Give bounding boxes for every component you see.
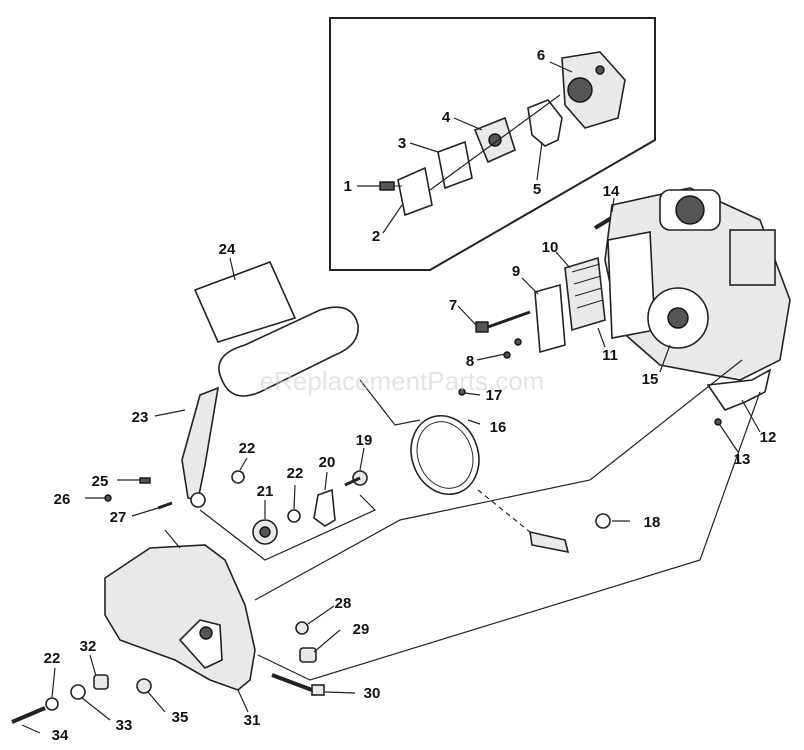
- callout-30: 30: [364, 685, 381, 702]
- part-24-decal[interactable]: [193, 260, 297, 343]
- part-16-inner-edge: [416, 421, 474, 489]
- part-20-lever[interactable]: [313, 488, 336, 527]
- part-11-engine-housing[interactable]: [604, 187, 791, 381]
- callout-34: 34: [52, 727, 69, 744]
- dashed-assembly-line: [477, 489, 531, 533]
- callout-26: 26: [54, 491, 71, 508]
- part-22-washer-b[interactable]: [287, 509, 301, 523]
- part-4-reed-plate[interactable]: [473, 116, 516, 164]
- callout-22-b: 22: [287, 465, 304, 482]
- callout-13: 13: [734, 451, 751, 468]
- watermark: eReplacementParts.com: [260, 366, 545, 396]
- part-25-pin[interactable]: [139, 477, 151, 484]
- callout-32: 32: [80, 638, 97, 655]
- callout-33: 33: [116, 717, 133, 734]
- part-34-screw[interactable]: [11, 706, 46, 724]
- callout-15: 15: [642, 371, 659, 388]
- part-35-nut[interactable]: [136, 678, 152, 694]
- callout-16: 16: [490, 419, 507, 436]
- callout-19: 19: [356, 432, 373, 449]
- callout-18: 18: [644, 514, 661, 531]
- part-17-washer[interactable]: [458, 388, 466, 396]
- callout-20: 20: [319, 454, 336, 471]
- callout-1: 1: [344, 178, 352, 195]
- part-8-screw[interactable]: [503, 338, 522, 359]
- leader-lines: [21, 61, 761, 734]
- part-7-bolt[interactable]: [475, 310, 531, 333]
- part-2-cover[interactable]: [397, 166, 433, 217]
- callout-7: 7: [449, 297, 457, 314]
- part-13-nut[interactable]: [714, 418, 722, 426]
- callout-22-c: 22: [44, 650, 61, 667]
- part-10-filter-element[interactable]: [564, 256, 606, 332]
- callout-17: 17: [486, 387, 503, 404]
- part-23-brake-handle[interactable]: [181, 386, 220, 501]
- callout-8: 8: [466, 353, 474, 370]
- callout-9: 9: [512, 263, 520, 280]
- part-22-washer-c[interactable]: [45, 697, 59, 711]
- callout-12: 12: [760, 429, 777, 446]
- part-27-bolt[interactable]: [157, 501, 173, 510]
- part-12-bracket[interactable]: [706, 368, 772, 411]
- part-21-hole: [259, 526, 271, 538]
- callout-3: 3: [398, 135, 406, 152]
- callout-24: 24: [219, 241, 236, 258]
- part-16-brake-band[interactable]: [400, 406, 489, 504]
- callout-28: 28: [335, 595, 352, 612]
- part-29-sleeve[interactable]: [299, 647, 317, 663]
- part-33-spring-washer[interactable]: [70, 684, 86, 700]
- part-19-spring-post[interactable]: [344, 470, 368, 487]
- part-31-side-cover[interactable]: [104, 544, 256, 691]
- callout-29: 29: [353, 621, 370, 638]
- inset-detail-frame: [329, 17, 656, 271]
- callout-27: 27: [110, 509, 127, 526]
- part-31-stud-hole: [199, 626, 213, 640]
- part-28-nut[interactable]: [295, 621, 309, 635]
- callout-21: 21: [257, 483, 274, 500]
- callout-23: 23: [132, 409, 149, 426]
- callout-11: 11: [602, 347, 618, 364]
- callout-labels: 1 2 3 4 5 6 7 8 9 10 11 12 13 14 15 16 1…: [44, 47, 777, 744]
- callout-2: 2: [372, 228, 380, 245]
- callout-25: 25: [92, 473, 109, 490]
- assembly-guide-lines: [164, 359, 761, 681]
- part-26-ring[interactable]: [104, 494, 112, 502]
- part-5-gasket[interactable]: [527, 99, 563, 147]
- callout-5: 5: [533, 181, 541, 198]
- part-15-clutch-drum[interactable]: [647, 287, 709, 349]
- callout-22-a: 22: [239, 440, 256, 457]
- callout-35: 35: [172, 709, 189, 726]
- inset-axis-line: [429, 94, 561, 191]
- part-6-carburetor-body[interactable]: [561, 51, 626, 129]
- part-9-filter-cover[interactable]: [534, 283, 566, 354]
- part-22-washer-a[interactable]: [231, 470, 245, 484]
- callout-31: 31: [244, 712, 261, 729]
- callout-10: 10: [542, 239, 559, 256]
- part-23-pivot: [190, 492, 206, 508]
- part-30-bolt[interactable]: [271, 673, 325, 696]
- callout-6: 6: [537, 47, 545, 64]
- part-32-sleeve[interactable]: [93, 674, 109, 690]
- callout-4: 4: [442, 109, 451, 126]
- guide-bar: [218, 306, 359, 397]
- part-3-diaphragm[interactable]: [437, 140, 473, 190]
- callout-14: 14: [603, 183, 620, 200]
- part-18-bolt[interactable]: [529, 513, 611, 554]
